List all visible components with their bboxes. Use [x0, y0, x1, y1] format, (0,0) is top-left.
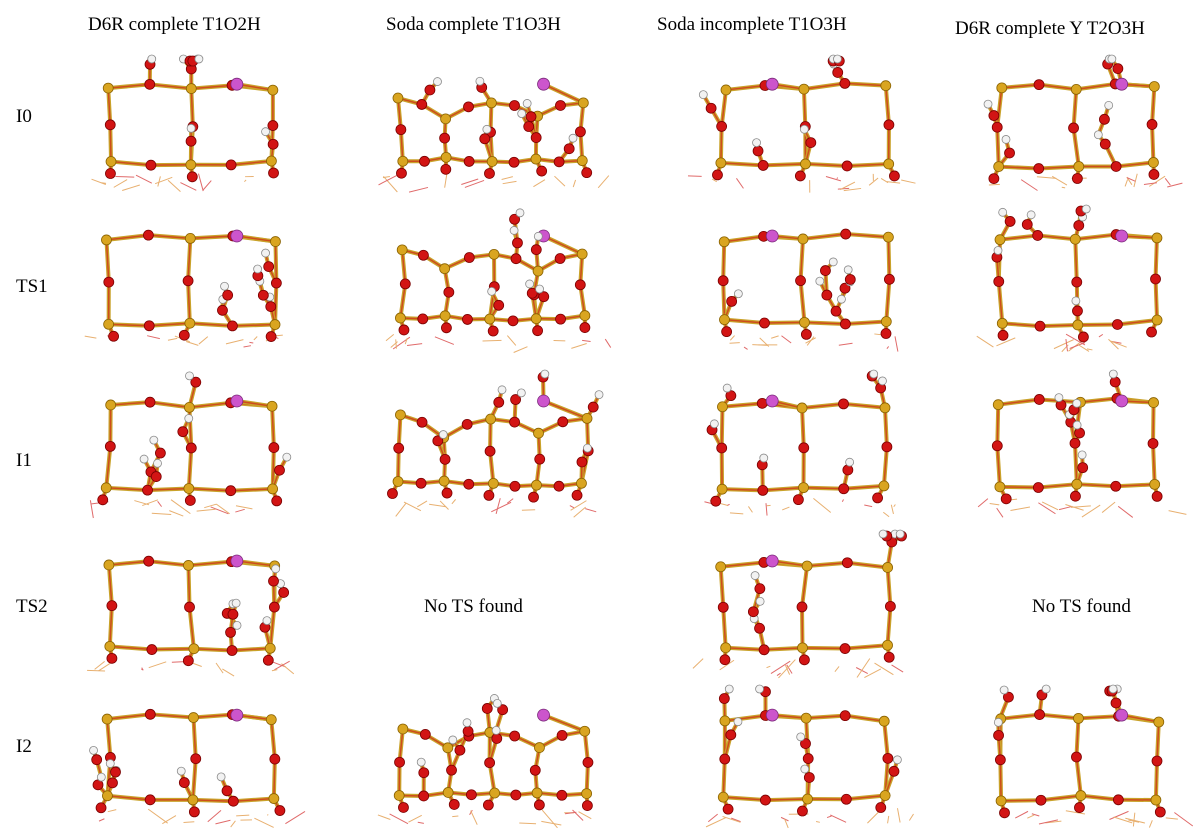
molecule-drawing: [86, 55, 296, 195]
molecule-drawing: [374, 685, 610, 830]
structure-ts1-col3: [700, 205, 910, 355]
molecule-drawing: [86, 685, 296, 830]
molecule-drawing: [978, 370, 1178, 520]
molecule-drawing: [700, 205, 910, 355]
structure-i0-col3: [700, 55, 910, 195]
row-label-i0: I0: [16, 106, 32, 128]
structure-i2-col2: [374, 685, 610, 830]
structure-i2-col4: [978, 685, 1178, 830]
structure-ts1-col1: [86, 205, 296, 355]
molecule-drawing: [978, 685, 1178, 830]
column-header-soda-incomplete-t1o3h: Soda incomplete T1O3H: [657, 14, 847, 36]
row-label-i2: I2: [16, 736, 32, 758]
column-header-soda-complete-t1o3h: Soda complete T1O3H: [386, 14, 561, 36]
molecule-drawing: [374, 205, 610, 355]
structure-i0-col1: [86, 55, 296, 195]
row-label-ts1: TS1: [16, 276, 48, 298]
molecule-drawing: [374, 55, 610, 195]
no-ts-found-d6r-y: No TS found: [1032, 596, 1131, 618]
structure-i0-col2: [374, 55, 610, 195]
row-label-i1: I1: [16, 450, 32, 472]
structure-i1-col4: [978, 370, 1178, 520]
structure-ts2-col1: [86, 530, 296, 680]
structure-i2-col1: [86, 685, 296, 830]
column-header-d6r-complete-t1o2h: D6R complete T1O2H: [88, 14, 261, 36]
row-label-ts2: TS2: [16, 596, 48, 618]
molecule-drawing: [374, 370, 610, 520]
column-header-d6r-complete-y-t2o3h: D6R complete Y T2O3H: [955, 18, 1145, 40]
structure-i1-col2: [374, 370, 610, 520]
structure-i1-col3: [700, 370, 910, 520]
molecule-drawing: [700, 55, 910, 195]
molecule-drawing: [700, 685, 910, 830]
molecule-drawing: [86, 530, 296, 680]
structure-i1-col1: [86, 370, 296, 520]
molecule-drawing: [86, 370, 296, 520]
structure-ts2-col3: [700, 530, 910, 680]
molecule-drawing: [978, 205, 1178, 355]
molecule-drawing: [700, 530, 910, 680]
structure-ts1-col4: [978, 205, 1178, 355]
molecule-drawing: [978, 55, 1178, 195]
molecule-drawing: [700, 370, 910, 520]
structure-ts1-col2: [374, 205, 610, 355]
structure-i0-col4: [978, 55, 1178, 195]
structure-i2-col3: [700, 685, 910, 830]
no-ts-found-soda-complete: No TS found: [424, 596, 523, 618]
molecule-drawing: [86, 205, 296, 355]
